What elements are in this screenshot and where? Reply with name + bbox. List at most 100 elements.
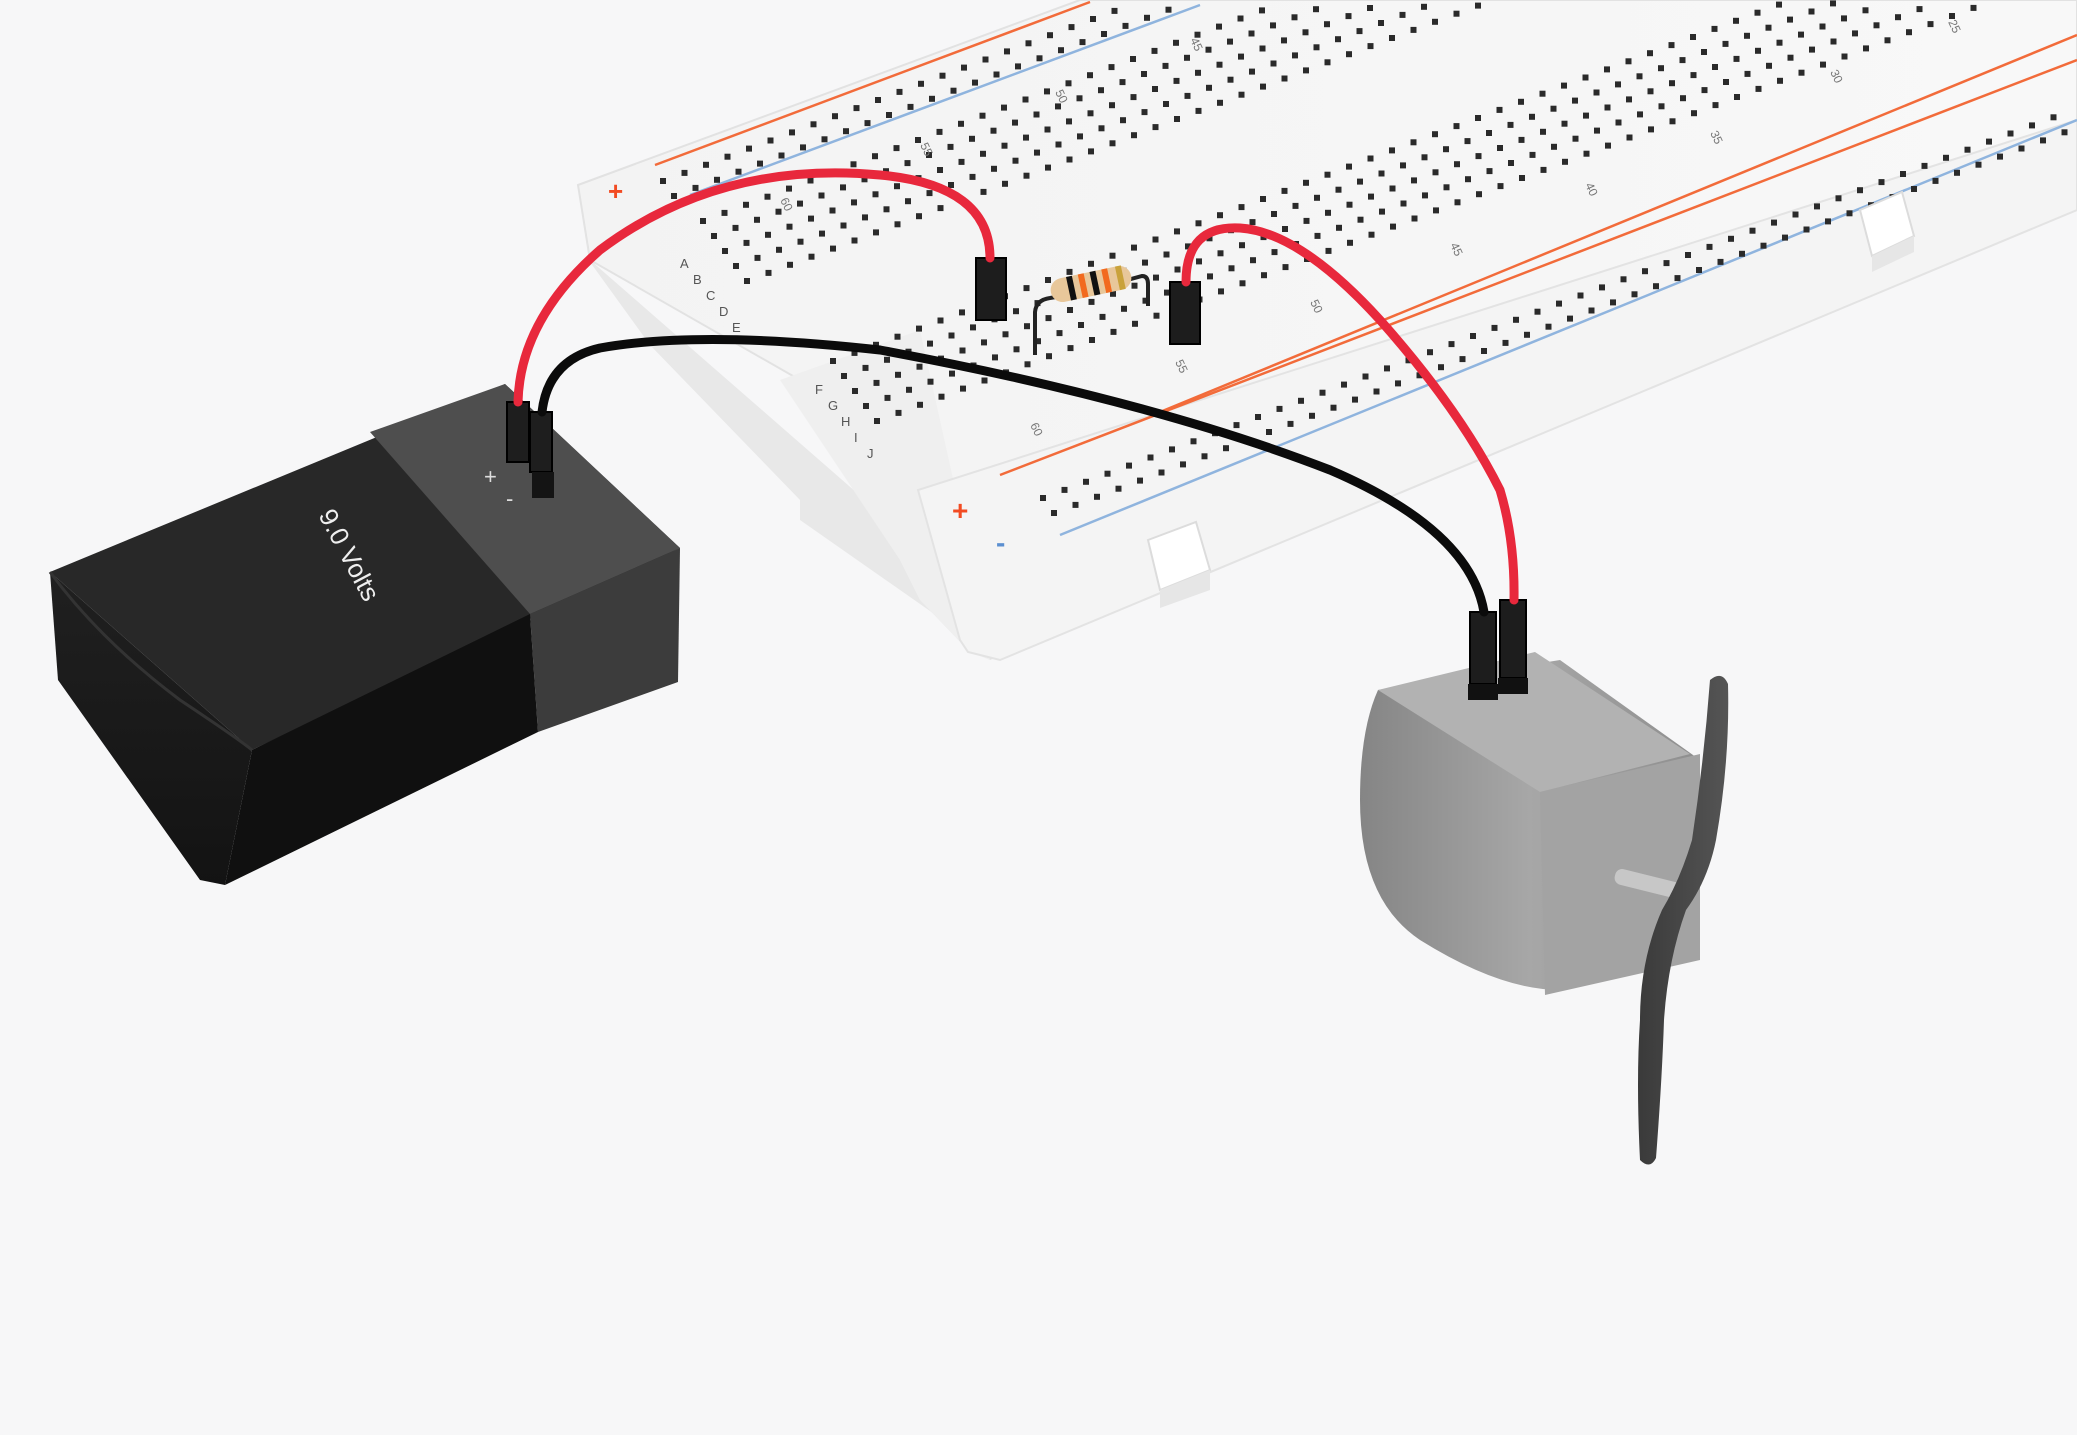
breadboard-hole[interactable]: [1873, 22, 1880, 29]
breadboard-hole[interactable]: [1131, 282, 1138, 289]
breadboard-hole[interactable]: [895, 409, 902, 416]
breadboard-hole[interactable]: [744, 278, 750, 284]
breadboard-hole[interactable]: [1248, 30, 1255, 37]
breadboard-hole[interactable]: [1115, 485, 1122, 492]
breadboard-hole[interactable]: [1067, 345, 1074, 352]
breadboard-hole[interactable]: [1496, 106, 1503, 113]
breadboard-hole[interactable]: [1760, 242, 1767, 249]
breadboard-hole[interactable]: [850, 161, 857, 168]
breadboard-hole[interactable]: [1648, 126, 1654, 133]
breadboard-hole[interactable]: [886, 112, 892, 118]
breadboard-hole[interactable]: [1540, 128, 1546, 135]
breadboard-hole[interactable]: [1035, 338, 1041, 345]
breadboard-hole[interactable]: [937, 167, 943, 173]
breadboard-hole[interactable]: [1346, 163, 1352, 170]
breadboard-hole[interactable]: [1454, 199, 1461, 206]
breadboard-hole[interactable]: [1012, 157, 1019, 164]
breadboard-hole[interactable]: [980, 188, 987, 195]
breadboard-hole[interactable]: [1701, 87, 1708, 94]
breadboard-hole[interactable]: [1281, 37, 1287, 44]
breadboard-hole[interactable]: [1389, 147, 1395, 154]
breadboard-hole[interactable]: [681, 169, 688, 176]
breadboard-hole[interactable]: [1691, 110, 1697, 117]
breadboard-hole[interactable]: [721, 209, 728, 216]
breadboard-hole[interactable]: [1529, 113, 1535, 120]
breadboard-hole[interactable]: [1087, 110, 1094, 117]
breadboard-hole[interactable]: [1475, 2, 1481, 9]
breadboard-hole[interactable]: [1335, 186, 1342, 193]
breadboard-hole[interactable]: [1491, 324, 1498, 331]
breadboard-hole[interactable]: [1653, 283, 1659, 290]
breadboard-hole[interactable]: [1356, 28, 1363, 35]
breadboard-hole[interactable]: [1454, 161, 1460, 168]
breadboard-hole[interactable]: [1766, 62, 1772, 69]
breadboard-hole[interactable]: [1421, 3, 1427, 10]
breadboard-hole[interactable]: [960, 385, 966, 392]
breadboard-hole[interactable]: [939, 72, 946, 79]
breadboard-hole[interactable]: [1513, 316, 1519, 323]
breadboard-hole[interactable]: [1593, 89, 1600, 96]
breadboard-hole[interactable]: [1120, 117, 1126, 124]
breadboard-hole[interactable]: [1119, 79, 1126, 86]
breadboard-hole[interactable]: [1798, 31, 1804, 38]
breadboard-hole[interactable]: [1088, 298, 1095, 305]
breadboard-hole[interactable]: [1325, 209, 1331, 216]
breadboard-hole[interactable]: [937, 205, 944, 212]
breadboard-hole[interactable]: [700, 218, 706, 224]
breadboard-hole[interactable]: [1206, 235, 1213, 242]
breadboard-hole[interactable]: [893, 145, 900, 152]
breadboard-hole[interactable]: [1184, 54, 1190, 61]
breadboard-hole[interactable]: [703, 161, 709, 168]
breadboard-hole[interactable]: [1227, 38, 1233, 45]
breadboard-hole[interactable]: [1282, 226, 1288, 232]
breadboard-hole[interactable]: [1399, 11, 1406, 18]
breadboard-hole[interactable]: [1201, 453, 1208, 460]
breadboard-hole[interactable]: [1631, 291, 1638, 298]
breadboard-hole[interactable]: [1169, 446, 1175, 453]
breadboard-hole[interactable]: [1314, 194, 1320, 201]
breadboard-hole[interactable]: [786, 185, 792, 192]
breadboard-hole[interactable]: [1432, 131, 1438, 138]
breadboard-hole[interactable]: [754, 254, 761, 261]
breadboard-hole[interactable]: [1066, 118, 1072, 125]
breadboard-hole[interactable]: [1921, 162, 1928, 169]
breadboard-hole[interactable]: [1626, 96, 1632, 103]
breadboard-hole[interactable]: [1216, 23, 1222, 30]
breadboard-hole[interactable]: [918, 80, 924, 87]
breadboard-hole[interactable]: [1626, 134, 1633, 141]
breadboard-hole[interactable]: [1045, 315, 1052, 322]
breadboard-hole[interactable]: [1223, 445, 1229, 452]
breadboard-hole[interactable]: [873, 229, 879, 236]
breadboard-hole[interactable]: [1036, 55, 1043, 62]
breadboard-hole[interactable]: [1196, 258, 1202, 265]
breadboard-hole[interactable]: [775, 208, 782, 215]
breadboard-hole[interactable]: [1787, 54, 1794, 61]
breadboard-hole[interactable]: [1378, 170, 1385, 177]
breadboard-hole[interactable]: [1368, 193, 1374, 200]
breadboard-hole[interactable]: [1427, 349, 1433, 356]
breadboard-hole[interactable]: [1577, 292, 1584, 299]
breadboard-hole[interactable]: [1291, 14, 1298, 21]
breadboard-hole[interactable]: [1303, 67, 1309, 74]
breadboard-hole[interactable]: [884, 394, 891, 401]
breadboard-hole[interactable]: [1701, 49, 1707, 55]
breadboard-hole[interactable]: [1335, 36, 1341, 43]
breadboard-hole[interactable]: [1803, 226, 1810, 233]
breadboard-hole[interactable]: [1432, 169, 1439, 176]
breadboard-hole[interactable]: [1130, 56, 1136, 62]
breadboard-hole[interactable]: [1270, 22, 1276, 29]
breadboard-hole[interactable]: [1281, 75, 1288, 82]
breadboard-hole[interactable]: [1173, 39, 1179, 46]
breadboard-hole[interactable]: [1540, 166, 1547, 173]
breadboard-hole[interactable]: [1077, 133, 1083, 140]
breadboard-hole[interactable]: [1679, 57, 1686, 64]
breadboard-hole[interactable]: [1255, 414, 1261, 420]
breadboard-hole[interactable]: [1270, 60, 1277, 67]
breadboard-hole[interactable]: [1174, 116, 1180, 122]
breadboard-hole[interactable]: [1216, 61, 1223, 68]
breadboard-hole[interactable]: [767, 137, 774, 144]
breadboard-hole[interactable]: [1734, 94, 1740, 100]
breadboard-hole[interactable]: [1739, 250, 1745, 257]
breadboard-hole[interactable]: [1276, 405, 1283, 412]
breadboard-hole[interactable]: [916, 325, 922, 332]
